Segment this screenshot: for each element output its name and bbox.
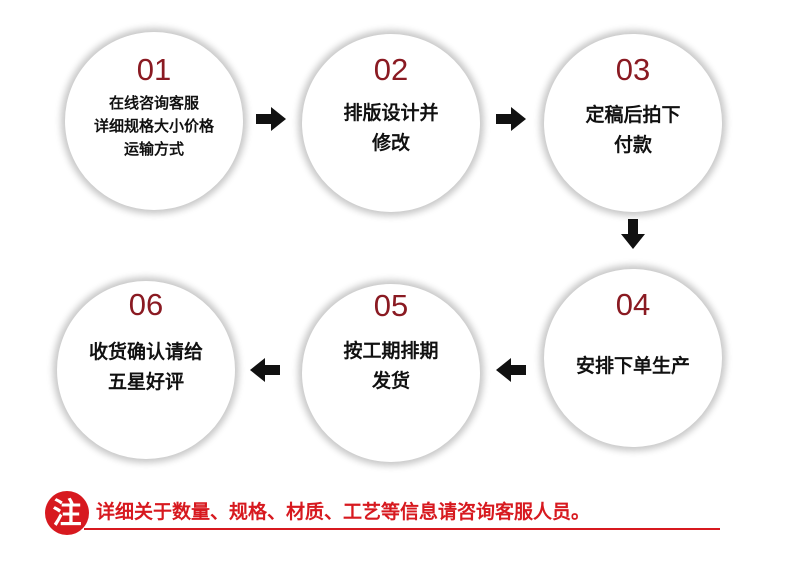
- step-text-line: 按工期排期: [343, 340, 439, 362]
- step-text-line: 收货确认请给: [88, 341, 203, 363]
- step-text: 按工期排期 发货: [310, 336, 472, 396]
- step-number: 06: [128, 287, 164, 322]
- step-number: 05: [373, 288, 409, 323]
- step-text: 收货确认请给 五星好评: [65, 337, 227, 397]
- arrow-left-icon: [496, 355, 526, 385]
- step-text: 安排下单生产: [552, 351, 714, 381]
- step-05-circle: 05 按工期排期 发货: [302, 284, 480, 462]
- arrow-right-icon: [256, 104, 286, 134]
- step-text: 排版设计并 修改: [310, 98, 472, 158]
- arrow-down-icon: [618, 219, 648, 249]
- step-number: 04: [615, 287, 651, 322]
- note-badge: 注: [45, 491, 89, 535]
- step-text-line: 运输方式: [123, 140, 184, 158]
- step-number: 03: [615, 52, 651, 87]
- step-text: 定稿后拍下 付款: [552, 100, 714, 160]
- step-text-line: 安排下单生产: [575, 355, 690, 377]
- step-01-circle: 01 在线咨询客服 详细规格大小价格 运输方式: [65, 32, 243, 210]
- step-text-line: 定稿后拍下: [585, 104, 681, 126]
- step-number: 01: [136, 52, 172, 87]
- step-04-circle: 04 安排下单生产: [544, 269, 722, 447]
- step-text: 在线咨询客服 详细规格大小价格 运输方式: [73, 92, 235, 161]
- note-text: 详细关于数量、规格、材质、工艺等信息请咨询客服人员。: [96, 501, 591, 523]
- step-text-line: 详细规格大小价格: [93, 117, 214, 135]
- arrow-right-icon: [496, 104, 526, 134]
- step-02-circle: 02 排版设计并 修改: [302, 34, 480, 212]
- step-03-circle: 03 定稿后拍下 付款: [544, 34, 722, 212]
- arrow-left-icon: [250, 355, 280, 385]
- note-underline: [84, 528, 720, 530]
- step-06-circle: 06 收货确认请给 五星好评: [57, 281, 235, 459]
- step-text-line: 付款: [613, 134, 652, 156]
- step-text-line: 排版设计并: [343, 102, 439, 124]
- step-number: 02: [373, 52, 409, 87]
- step-text-line: 在线咨询客服: [108, 94, 199, 112]
- step-text-line: 五星好评: [107, 371, 184, 393]
- step-text-line: 发货: [371, 370, 410, 392]
- step-text-line: 修改: [371, 132, 410, 154]
